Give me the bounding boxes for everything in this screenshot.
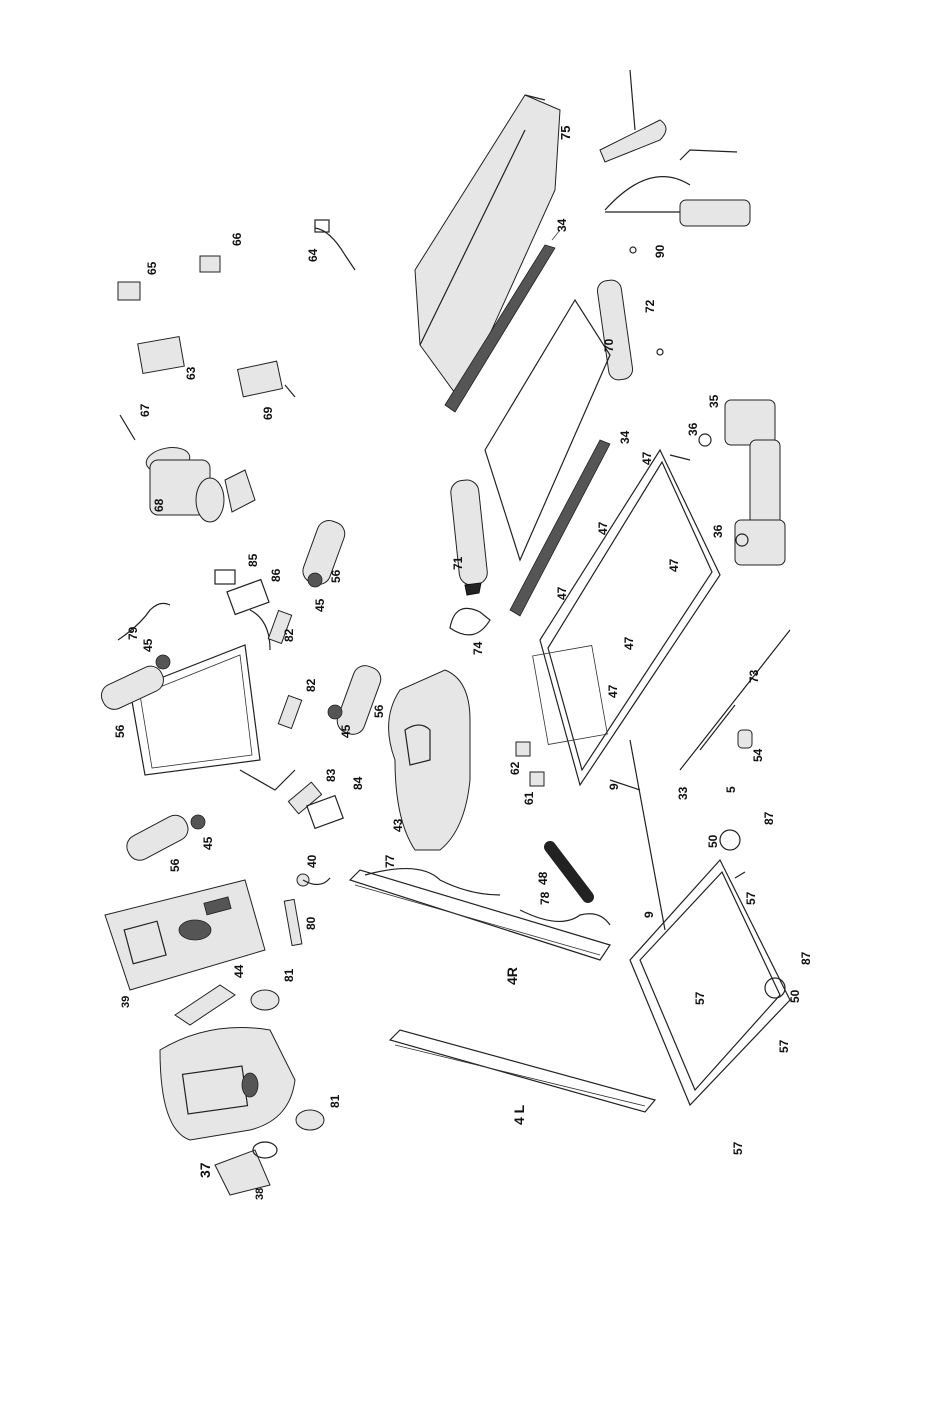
label-82: 82	[304, 678, 318, 692]
drive-motor-part	[120, 415, 255, 522]
label-38: 38	[254, 1188, 266, 1200]
grip-bracket-part	[288, 782, 343, 828]
label-74: 74	[471, 641, 485, 655]
label-4R: 4R	[504, 967, 520, 985]
label-47: 47	[555, 586, 569, 600]
label-36: 36	[711, 524, 725, 538]
tool-kit-part	[600, 70, 750, 226]
label-86: 86	[269, 568, 283, 582]
deck-plate-part	[485, 300, 610, 560]
label-66: 66	[230, 232, 244, 246]
label-43: 43	[391, 818, 405, 832]
label-47: 47	[622, 636, 636, 650]
label-35: 35	[707, 394, 721, 408]
label-87: 87	[762, 811, 776, 825]
rubber-strip-part	[550, 847, 588, 897]
label-57: 57	[744, 891, 758, 905]
label-47: 47	[640, 451, 654, 465]
label-80: 80	[304, 916, 318, 930]
label-56: 56	[168, 858, 182, 872]
label-81: 81	[282, 968, 296, 982]
main-frame-part	[533, 450, 720, 785]
label-62: 62	[508, 761, 522, 775]
label-40: 40	[305, 854, 319, 868]
label-34: 34	[555, 218, 569, 232]
label-64: 64	[306, 248, 320, 262]
label-45: 45	[141, 638, 155, 652]
label-57: 57	[693, 991, 707, 1005]
label-75: 75	[558, 126, 573, 140]
label-9: 9	[642, 911, 656, 918]
label-57: 57	[731, 1141, 745, 1155]
label-67: 67	[138, 403, 152, 417]
label-87: 87	[799, 951, 813, 965]
rear-end-cap-part	[699, 400, 785, 565]
incline-strut-part	[680, 630, 790, 770]
incline-frame-part	[610, 740, 665, 930]
label-72: 72	[643, 299, 657, 313]
console-tray-part	[215, 1142, 277, 1195]
label-36: 36	[686, 422, 700, 436]
handlebar-bracket-part	[215, 570, 269, 614]
label-50: 50	[788, 989, 802, 1003]
label-69: 69	[261, 406, 275, 420]
console-cover-part	[160, 1028, 295, 1141]
label-9: 9	[607, 783, 621, 790]
label-77: 77	[383, 854, 397, 868]
label-39: 39	[120, 996, 132, 1008]
label-68: 68	[152, 498, 166, 512]
label-84: 84	[351, 776, 365, 790]
label-50: 50	[706, 834, 720, 848]
left-upright-part	[390, 1030, 655, 1112]
rear-roller-part	[596, 247, 663, 381]
label-34: 34	[618, 430, 632, 444]
label-70: 70	[602, 338, 616, 352]
label-65: 65	[145, 261, 159, 275]
label-47: 47	[606, 684, 620, 698]
label-82: 82	[282, 628, 296, 642]
console-trim-part	[175, 985, 235, 1025]
safety-key-part	[297, 874, 330, 886]
label-57: 57	[777, 1039, 791, 1053]
label-78: 78	[538, 891, 552, 905]
label-56: 56	[329, 569, 343, 583]
label-56: 56	[372, 704, 386, 718]
label-45: 45	[201, 836, 215, 850]
label-54: 54	[751, 748, 765, 762]
label-63: 63	[184, 366, 198, 380]
label-47: 47	[667, 558, 681, 572]
pulse-grip-part	[268, 611, 301, 729]
drive-belt-part	[450, 608, 490, 634]
front-roller-part	[450, 479, 489, 595]
label-85: 85	[246, 553, 260, 567]
label-61: 61	[522, 791, 536, 805]
label-79: 79	[126, 626, 140, 640]
console-bar-part	[284, 899, 302, 945]
label-90: 90	[653, 244, 667, 258]
label-83: 83	[324, 768, 338, 782]
label-56: 56	[113, 724, 127, 738]
label-4L: 4 L	[511, 1104, 527, 1125]
label-81: 81	[328, 1094, 342, 1108]
label-47: 47	[596, 521, 610, 535]
label-73: 73	[747, 669, 761, 683]
motor-controller-part	[238, 361, 295, 397]
label-44: 44	[232, 964, 246, 978]
label-5: 5	[724, 786, 738, 793]
label-45: 45	[313, 598, 327, 612]
label-45: 45	[339, 724, 353, 738]
label-48: 48	[536, 871, 550, 885]
label-33: 33	[676, 786, 690, 800]
label-37: 37	[197, 1162, 213, 1178]
label-71: 71	[451, 556, 465, 570]
